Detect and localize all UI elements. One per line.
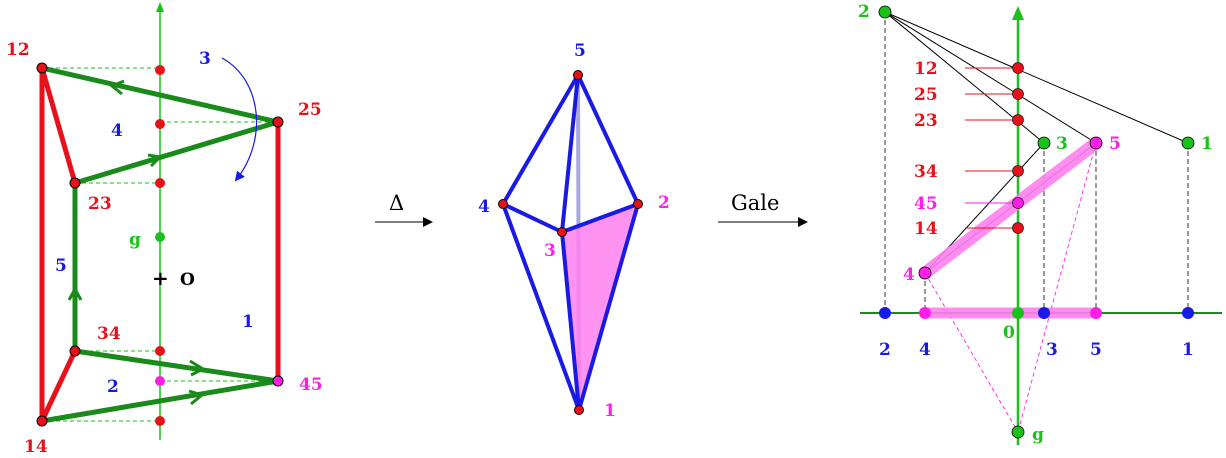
mid-label-2: 2: [658, 193, 670, 213]
rotation-arrow: [221, 57, 258, 182]
polytope-edges: [501, 73, 640, 411]
polytope-vertices: [498, 70, 643, 415]
point-label-2: 2: [858, 2, 870, 22]
delta-label: Δ: [389, 191, 404, 215]
pair-axis-point-45: [1012, 197, 1024, 209]
origin-label: O: [180, 270, 195, 290]
axis-label-0: 0: [1003, 323, 1015, 343]
left-axis-point-g: [155, 232, 165, 242]
mid-label-1: 1: [604, 401, 616, 421]
pair-label-14: 14: [914, 219, 938, 239]
gale-points: [878, 5, 1195, 439]
left-panel: 12 25 23 34 14 45 3 4 5 1 2 g + O: [6, 2, 323, 457]
left-label-34: 34: [97, 324, 121, 344]
right-panel: 12 25 23 34 45 14 2 3 5 1 4 g 2: [858, 2, 1222, 445]
axis-label-3: 3: [1046, 340, 1058, 360]
left-projection-lines: [42, 67, 278, 422]
delta-arrow: Δ: [375, 191, 433, 227]
left-label-12: 12: [6, 40, 30, 60]
mid-label-4: 4: [478, 197, 490, 217]
pair-label-23: 23: [914, 111, 938, 131]
right-axis-arrowhead: [1012, 6, 1024, 20]
axis-label-1: 1: [1182, 340, 1194, 360]
middle-panel: 5 4 3 2 1: [478, 41, 670, 421]
gale-label: Gale: [731, 191, 779, 215]
pair-label-25: 25: [914, 85, 938, 105]
origin-mark: +: [152, 266, 169, 290]
region-label-3: 3: [199, 49, 211, 69]
pair-label-45: 45: [914, 194, 938, 214]
left-axis-point-45: [155, 376, 165, 386]
mid-label-3: 3: [544, 241, 556, 261]
left-axis-points: [155, 65, 165, 426]
left-label-14: 14: [24, 437, 48, 457]
axis-label-4: 4: [919, 340, 931, 360]
pair-axis-points: [1012, 62, 1024, 234]
point-label-5: 5: [1109, 134, 1121, 154]
region-label-5: 5: [55, 256, 67, 276]
left-edge-arrows: [67, 79, 207, 406]
mid-label-5: 5: [574, 41, 586, 61]
point-label-4: 4: [903, 265, 915, 285]
axis-label-5: 5: [1090, 340, 1102, 360]
right-g-lines: [924, 142, 1097, 433]
region-label-4: 4: [111, 121, 123, 141]
axis-label-2: 2: [879, 340, 891, 360]
left-label-23: 23: [88, 194, 112, 214]
pink-segment-45: [918, 136, 1103, 280]
right-projection-lines: [884, 12, 1189, 313]
left-vertices: [36, 62, 284, 427]
left-green-edges: [41, 65, 279, 424]
pink-face: [562, 204, 638, 410]
point-label-3: 3: [1056, 134, 1068, 154]
left-label-g: g: [129, 230, 141, 250]
axis-points: [879, 307, 1194, 319]
pair-leaders: [965, 67, 1018, 229]
point-label-g: g: [1032, 425, 1044, 445]
gale-arrow: Gale: [718, 191, 808, 227]
region-label-1: 1: [242, 312, 254, 332]
point-label-1: 1: [1201, 134, 1213, 154]
left-red-edges: [39, 67, 281, 423]
region-label-2: 2: [107, 377, 119, 397]
left-axis-arrowhead: [156, 2, 164, 12]
pair-label-12: 12: [914, 59, 938, 79]
left-label-45: 45: [299, 375, 323, 395]
left-label-25: 25: [298, 100, 322, 120]
pair-label-34: 34: [914, 162, 938, 182]
